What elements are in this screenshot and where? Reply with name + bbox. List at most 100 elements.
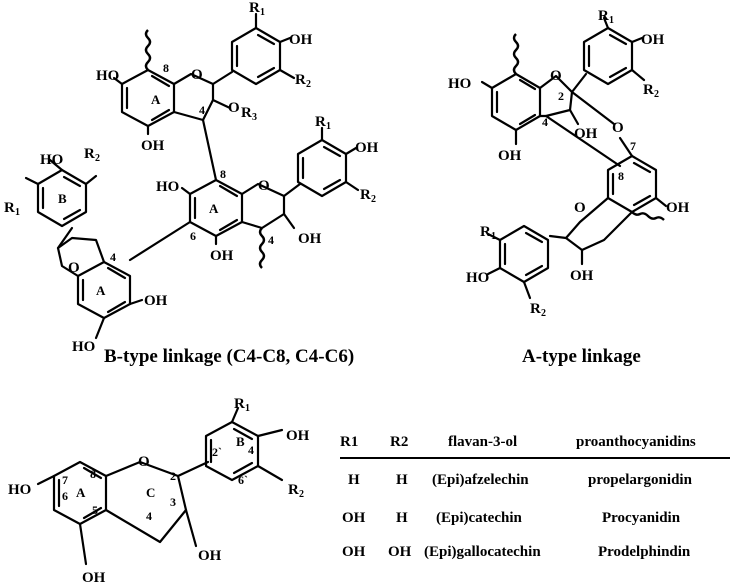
atom-label: 3 (252, 112, 257, 123)
position-label: 6` (238, 473, 248, 487)
atom-label: R (4, 200, 15, 216)
atom-label: HO (156, 179, 179, 195)
atom-label: O (191, 67, 203, 83)
atom-label: 1 (15, 207, 20, 218)
position-label: 2` (212, 445, 222, 459)
position-label: 2 (558, 89, 564, 103)
position-label: 7 (630, 139, 636, 153)
ring-label: A (151, 92, 161, 107)
b-type-upper-unit-labels: HO O OH OH O R 3 R 1 R 2 A 8 4 (96, 0, 313, 154)
atom-label: OH (570, 268, 594, 284)
ring-label: A (209, 201, 219, 216)
atom-label: 2 (306, 79, 311, 90)
position-label: 8 (90, 467, 96, 481)
ring-label: A (96, 283, 106, 298)
atom-label: R (598, 8, 609, 24)
table-cell: propelargonidin (588, 472, 693, 488)
table-cell: H (348, 472, 360, 488)
flavan-3-ol-labels: HO O OH OH OH R 1 R 2 A C B 8 7 6 5 4 3 … (8, 396, 310, 586)
atom-label: O (68, 260, 80, 276)
table-cell: H (396, 510, 408, 526)
table-header-r2: R2 (390, 434, 408, 450)
atom-label: OH (666, 200, 690, 216)
atom-label: R (480, 224, 491, 240)
atom-label: 2 (299, 489, 304, 500)
table-header-flavan: flavan-3-ol (448, 434, 517, 450)
table-cell: Prodelphindin (598, 544, 691, 560)
atom-label: HO (72, 339, 95, 355)
position-label: 2 (170, 469, 176, 483)
atom-label: 2 (541, 308, 546, 319)
table-cell: H (396, 472, 408, 488)
position-label: 5 (92, 503, 98, 517)
atom-label: R (84, 146, 95, 162)
atom-label: R (360, 187, 371, 203)
position-label: 3 (170, 495, 176, 509)
position-label: 8 (618, 169, 624, 183)
atom-label: OH (210, 248, 234, 264)
atom-label: R (249, 0, 260, 16)
atom-label: OH (198, 548, 222, 564)
table-cell: Procyanidin (602, 510, 681, 526)
table-row: OH H (Epi)catechin Procyanidin (342, 510, 681, 526)
atom-label: O (138, 454, 150, 470)
atom-label: O (574, 200, 586, 216)
b-type-middle-unit-labels: HO O OH OH OH R 1 R 2 A 8 6 4 (156, 114, 379, 264)
position-label: 4 (110, 250, 116, 264)
b-type-lower-unit (24, 158, 144, 340)
position-label: 4 (146, 509, 152, 523)
a-type-labels: HO O OH OH O OH R 1 R 2 OH O OH R 1 HO R… (448, 8, 690, 319)
table-row: H H (Epi)afzelechin propelargonidin (348, 472, 693, 488)
table-cell: (Epi)afzelechin (432, 472, 529, 488)
substituent-table: R1 R2 flavan-3-ol proanthocyanidins H H … (340, 434, 730, 560)
atom-label: 1 (609, 15, 614, 26)
atom-label: 1 (260, 7, 265, 18)
atom-label: 1 (491, 231, 496, 242)
b-type-middle-unit (128, 126, 360, 269)
atom-label: OH (82, 570, 106, 586)
atom-label: 2 (95, 153, 100, 164)
atom-label: O (258, 178, 270, 194)
atom-label: O (612, 120, 624, 136)
atom-label: 2 (654, 89, 659, 100)
atom-label: HO (8, 482, 31, 498)
atom-label: R (288, 482, 299, 498)
ring-label: A (76, 485, 86, 500)
position-label: 4 (542, 115, 548, 129)
table-header-proanthocyanidins: proanthocyanidins (576, 434, 696, 450)
atom-label: R (315, 114, 326, 130)
b-type-lower-unit-labels: HO R 2 R 1 O OH HO B A 4 (4, 146, 168, 355)
a-type-structure (480, 16, 668, 300)
atom-label: 1 (326, 121, 331, 132)
ring-label: B (58, 191, 67, 206)
atom-label: OH (144, 293, 168, 309)
atom-label: O (550, 68, 562, 84)
atom-label: HO (448, 76, 471, 92)
position-label: 7 (62, 473, 68, 487)
table-cell: OH (342, 510, 366, 526)
table-row: OH OH (Epi)gallocatechin Prodelphindin (342, 544, 691, 560)
atom-label: R (643, 82, 654, 98)
b-type-upper-unit (112, 12, 296, 182)
atom-label: HO (96, 68, 119, 84)
position-label: 4 (199, 103, 205, 117)
atom-label: HO (466, 270, 489, 286)
atom-label: OH (289, 32, 313, 48)
position-label: 4 (268, 233, 274, 247)
flavan-3-ol-structure (36, 406, 284, 566)
atom-label: OH (574, 126, 598, 142)
atom-label: R (530, 301, 541, 317)
atom-label: O (228, 100, 240, 116)
table-cell: (Epi)catechin (436, 510, 522, 526)
atom-label: R (241, 105, 252, 121)
position-label: 4 (248, 443, 254, 457)
position-label: 8 (163, 61, 169, 75)
position-label: 6 (62, 489, 68, 503)
atom-label: R (234, 396, 245, 412)
table-cell: OH (342, 544, 366, 560)
position-label: 6 (190, 229, 196, 243)
atom-label: OH (641, 32, 665, 48)
atom-label: 1 (245, 403, 250, 414)
ring-label: B (236, 434, 245, 449)
